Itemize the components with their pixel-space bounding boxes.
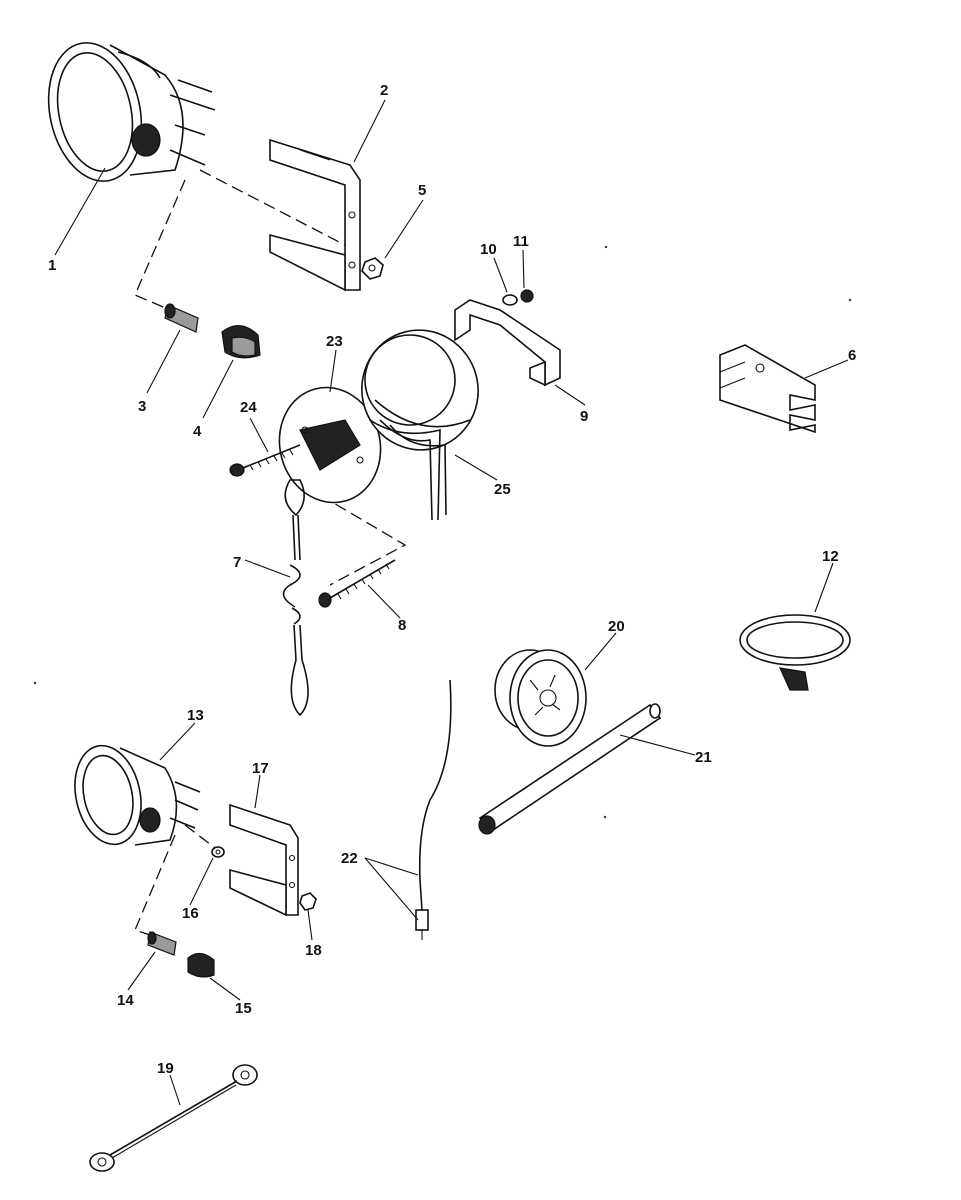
label-part-25: 25 [494,481,511,498]
part-11-nut [520,289,534,303]
scan-specks [33,245,852,819]
label-part-13: 13 [187,707,204,724]
part-24-screw [229,444,301,477]
label-part-15: 15 [235,1000,252,1017]
alignment-line-4 [134,834,176,936]
label-part-20: 20 [608,618,625,635]
label-part-23: 23 [326,333,343,350]
alignment-line-2 [134,179,186,313]
leader-lines [54,99,849,1106]
part-6-clip [719,344,816,434]
part-9-bracket [454,299,561,387]
label-part-11: 11 [513,233,529,250]
alignment-line-1 [199,169,346,246]
label-part-7: 7 [233,554,241,571]
part-12-clamp [739,614,851,691]
label-part-10: 10 [480,241,497,258]
label-part-21: 21 [695,749,712,766]
label-part-6: 6 [848,347,856,364]
label-part-18: 18 [305,942,322,959]
label-part-9: 9 [580,408,588,425]
label-part-4: 4 [193,423,202,440]
label-part-16: 16 [182,905,199,922]
part-4-boot [221,325,261,359]
label-part-2: 2 [380,82,388,99]
part-16-washer [211,846,225,858]
label-part-3: 3 [138,398,146,415]
part-18-nut [299,892,317,911]
part-17-bracket [229,803,299,917]
part-number-labels: 1 2 5 10 11 3 4 23 24 9 6 25 7 8 12 20 2… [48,82,856,1077]
part-10-washer [502,294,518,306]
part-3-connector [164,303,199,333]
part-20-gauge [494,649,587,747]
label-part-24: 24 [240,399,257,416]
part-1-gauge [47,42,216,182]
part-8-screw [318,559,396,608]
label-part-17: 17 [252,760,269,777]
part-5-nut [361,257,384,280]
part-23-mounting-plate [278,386,382,504]
part-2-bracket [269,138,361,292]
label-part-19: 19 [157,1060,174,1077]
label-part-22: 22 [341,850,358,867]
label-part-8: 8 [398,617,406,634]
alignment-line-5 [184,824,216,849]
part-13-gauge [74,744,201,846]
part-7-chain [282,479,309,717]
label-part-1: 1 [48,257,56,274]
part-22-sender [415,679,452,940]
part-19-ground-wire [89,1064,258,1172]
part-21-rod [478,703,662,835]
label-part-12: 12 [822,548,839,565]
label-part-14: 14 [117,992,134,1009]
alignment-line-3 [319,494,407,586]
part-14-connector [147,931,177,956]
label-part-5: 5 [418,182,426,199]
part-25-housing [361,329,479,521]
part-15-boot [187,952,215,978]
